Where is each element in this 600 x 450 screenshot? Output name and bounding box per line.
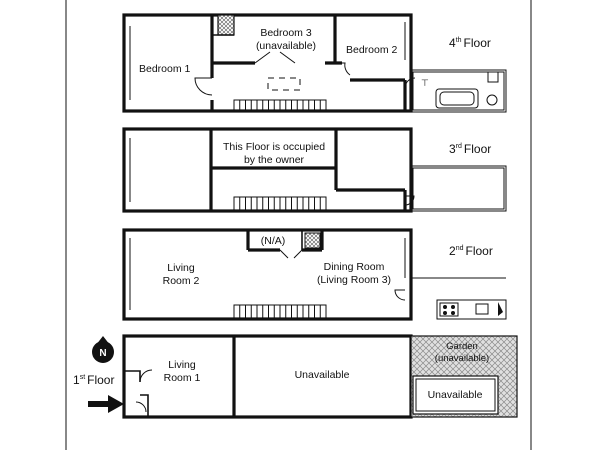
room-bedroom-1: Bedroom 1: [139, 63, 191, 75]
room-dining: Dining Room: [324, 261, 385, 273]
door-swing: [394, 289, 406, 301]
owner-floor-note: This Floor is occupied: [223, 141, 325, 153]
room-living-1: Living: [168, 359, 196, 371]
stove-icon: [439, 302, 459, 317]
tap-icon: ⊤: [421, 78, 429, 88]
entrance-arrow-icon: [88, 395, 124, 413]
unavailable-shed: [412, 375, 499, 415]
second-floor-outline: [122, 228, 413, 321]
owner-floor-note-2: by the owner: [244, 154, 305, 166]
door-swing: [404, 77, 416, 89]
bathtub-icon: [435, 88, 479, 109]
room-bedroom-3-status: (unavailable): [256, 40, 316, 52]
staircase: [233, 196, 327, 211]
room-bedroom-2: Bedroom 2: [346, 44, 398, 56]
first-floor: N Living Room 1 Unavailable Garden (unav…: [73, 334, 518, 419]
fourth-floor: ⊤ Bedroom 1 Bedroom 3 (unavailable) Bedr…: [122, 13, 507, 113]
room-garden-status: (unavailable): [435, 353, 489, 364]
sink-icon: [475, 303, 489, 315]
room-living-2-line2: Room 2: [163, 275, 200, 287]
staircase: [233, 304, 327, 319]
room-na: (N/A): [261, 235, 286, 247]
vestibule-wall: [124, 370, 149, 417]
second-floor: (N/A) Living Room 2 Dining Room (Living …: [122, 228, 507, 321]
kitchen-counter: [436, 299, 507, 320]
closet: [217, 14, 235, 36]
room-unavailable: Unavailable: [295, 369, 350, 381]
door-swing: [135, 401, 147, 413]
closet: [304, 232, 321, 249]
room-living-1-line2: Room 1: [164, 372, 201, 384]
door-swing: [404, 195, 415, 206]
double-door: [254, 51, 296, 64]
room-unavailable-small: Unavailable: [428, 389, 483, 401]
door-swing: [139, 369, 153, 383]
room-bedroom-3: Bedroom 3: [260, 27, 312, 39]
room-dining-alt: (Living Room 3): [317, 274, 391, 286]
toilet-icon: [486, 94, 498, 106]
sink-icon: [487, 71, 499, 83]
north-compass-icon: N: [92, 336, 114, 363]
door-swing: [335, 62, 351, 76]
door-swing: [194, 77, 213, 96]
double-door: [279, 249, 303, 259]
extension: [410, 165, 507, 212]
room-living-2: Living: [167, 262, 195, 274]
svg-text:N: N: [99, 348, 106, 359]
staircase: [233, 99, 327, 112]
room-garden: Garden: [446, 341, 478, 352]
fridge-icon: [498, 302, 503, 316]
skylight: [267, 77, 301, 91]
bathroom: [410, 69, 507, 113]
